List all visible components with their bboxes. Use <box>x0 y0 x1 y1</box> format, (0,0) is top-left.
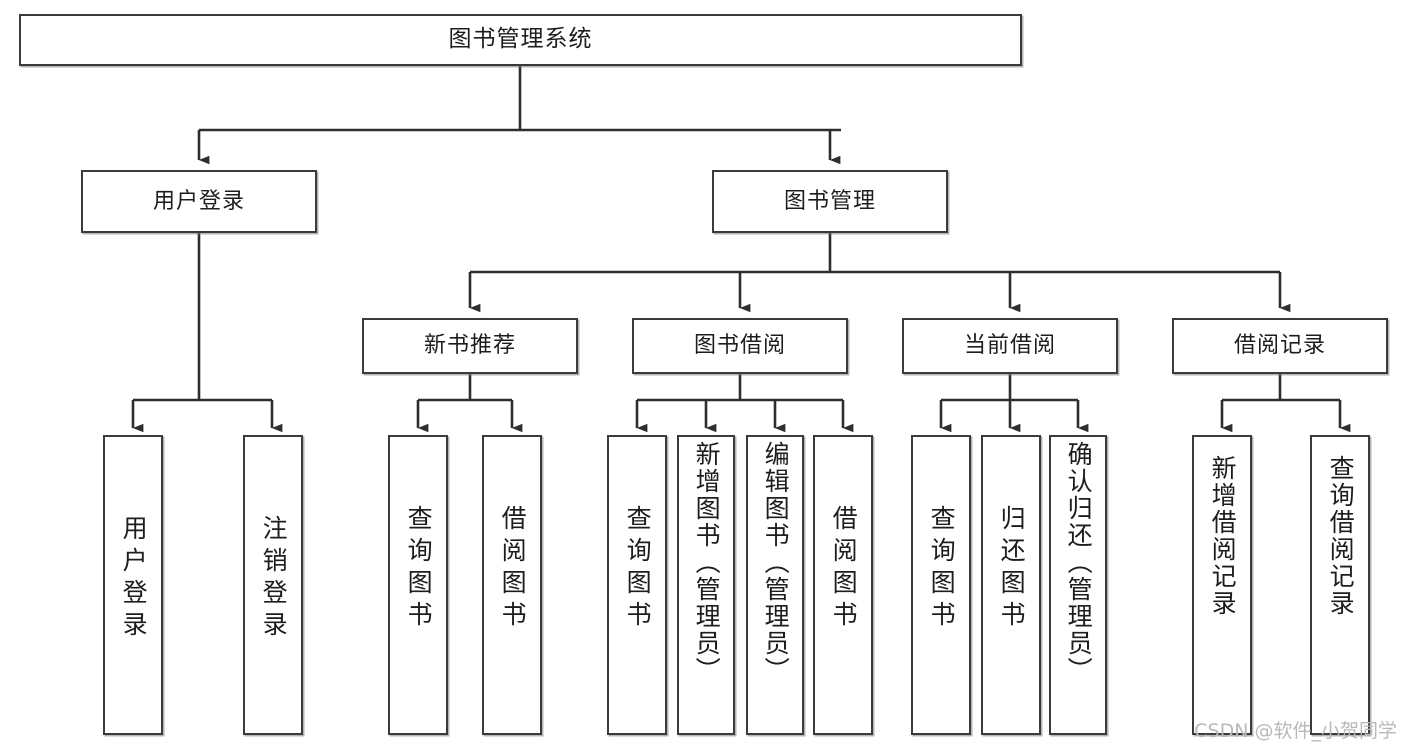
leaf-query-book-1-label: 查询图书 <box>404 505 434 633</box>
node-new-book-recommend-label: 新书推荐 <box>423 333 516 359</box>
leaf-user-login[interactable]: 用户登录 <box>103 435 163 735</box>
node-current-borrow[interactable]: 当前借阅 <box>902 318 1118 374</box>
leaf-query-book-2-label: 查询图书 <box>623 505 653 633</box>
leaf-add-book[interactable]: 新增图书（管理员） <box>677 435 735 735</box>
leaf-query-book-1[interactable]: 查询图书 <box>388 435 448 735</box>
node-current-borrow-label: 当前借阅 <box>963 333 1056 359</box>
leaf-return-book[interactable]: 归还图书 <box>981 435 1041 735</box>
node-new-book-recommend[interactable]: 新书推荐 <box>362 318 578 374</box>
leaf-query-record-label: 查询借阅记录 <box>1326 455 1356 617</box>
leaf-edit-book[interactable]: 编辑图书（管理员） <box>746 435 804 735</box>
leaf-confirm-return-label: 确认归还（管理员） <box>1064 441 1094 684</box>
leaf-query-record[interactable]: 查询借阅记录 <box>1310 435 1370 735</box>
leaf-return-book-label: 归还图书 <box>997 505 1027 633</box>
leaf-query-book-2[interactable]: 查询图书 <box>607 435 667 735</box>
leaf-borrow-book-2-label: 借阅图书 <box>829 505 859 633</box>
leaf-add-record-label: 新增借阅记录 <box>1208 455 1238 617</box>
leaf-query-book-3[interactable]: 查询图书 <box>911 435 971 735</box>
node-user-login-label: 用户登录 <box>152 188 245 214</box>
leaf-borrow-book-1[interactable]: 借阅图书 <box>482 435 542 735</box>
node-user-login[interactable]: 用户登录 <box>81 170 317 233</box>
leaf-confirm-return[interactable]: 确认归还（管理员） <box>1049 435 1107 735</box>
leaf-add-record[interactable]: 新增借阅记录 <box>1192 435 1252 735</box>
leaf-query-book-3-label: 查询图书 <box>927 505 957 633</box>
node-book-manage-label: 图书管理 <box>783 188 876 214</box>
watermark: CSDN @软件_小贺同学 <box>1194 720 1397 742</box>
node-book-manage[interactable]: 图书管理 <box>712 170 948 233</box>
node-book-borrow[interactable]: 图书借阅 <box>632 318 848 374</box>
leaf-user-logout[interactable]: 注销登录 <box>243 435 303 735</box>
leaf-user-login-label: 用户登录 <box>119 515 149 643</box>
node-root[interactable]: 图书管理系统 <box>19 14 1022 66</box>
node-borrow-record[interactable]: 借阅记录 <box>1172 318 1388 374</box>
node-root-label: 图书管理系统 <box>448 26 593 53</box>
leaf-user-logout-label: 注销登录 <box>259 515 289 643</box>
leaf-edit-book-label: 编辑图书（管理员） <box>761 441 791 684</box>
node-borrow-record-label: 借阅记录 <box>1233 333 1326 359</box>
leaf-borrow-book-2[interactable]: 借阅图书 <box>813 435 873 735</box>
node-book-borrow-label: 图书借阅 <box>693 333 786 359</box>
leaf-add-book-label: 新增图书（管理员） <box>692 441 722 684</box>
leaf-borrow-book-1-label: 借阅图书 <box>498 505 528 633</box>
